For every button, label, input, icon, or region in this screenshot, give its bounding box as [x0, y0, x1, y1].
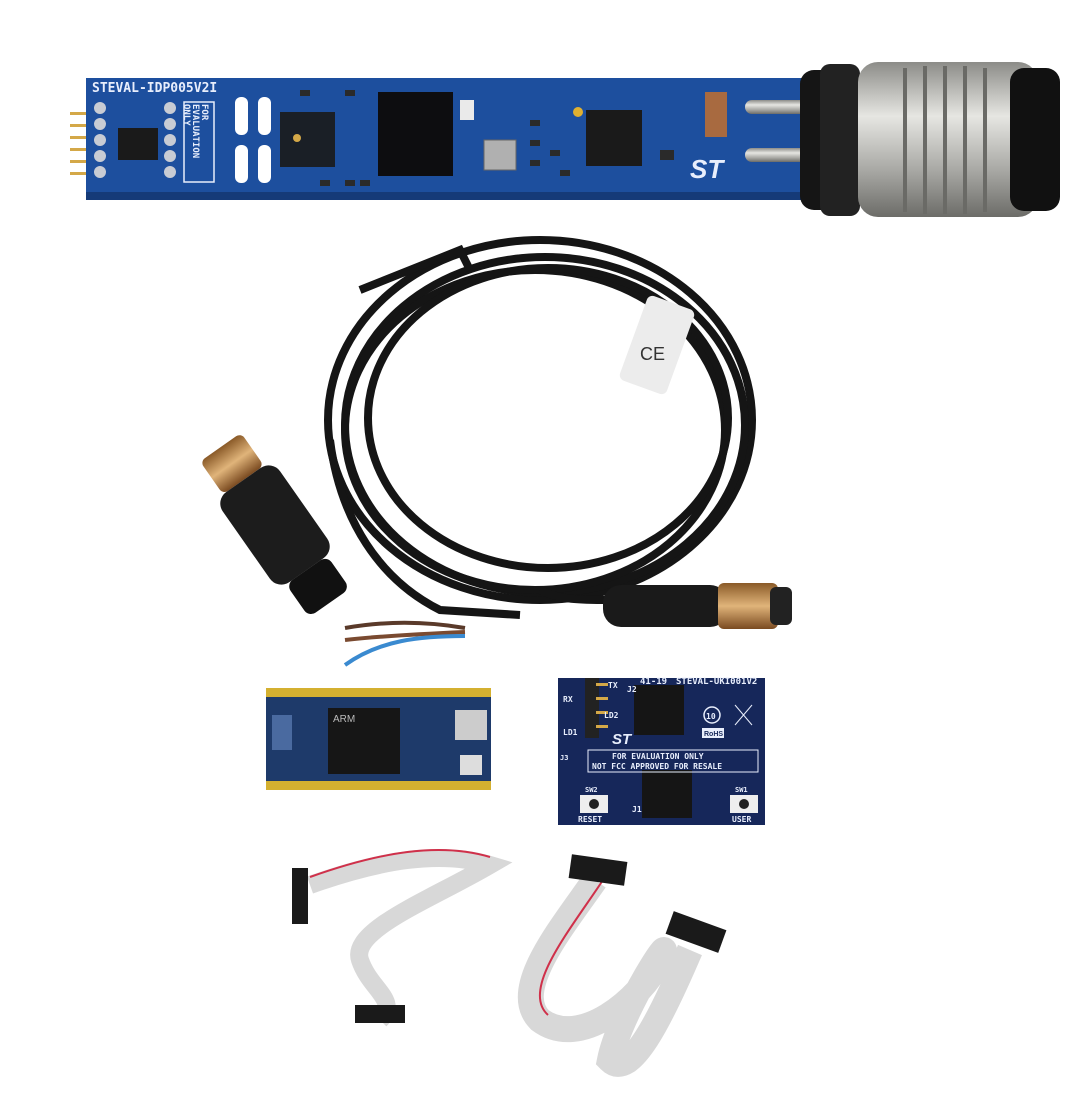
- j1-connector: [642, 770, 692, 818]
- ribbon-connector: [665, 911, 727, 953]
- st-logo-small: ST: [612, 731, 633, 748]
- svg-text:LD1: LD1: [563, 728, 578, 737]
- m12-cable: [324, 236, 756, 619]
- slots: [235, 97, 271, 183]
- svg-text:J1: J1: [632, 805, 642, 814]
- ce-mark: CE: [640, 344, 665, 364]
- capacitor: [705, 92, 727, 137]
- svg-text:SW2: SW2: [585, 786, 598, 794]
- svg-text:RESET: RESET: [578, 815, 602, 824]
- svg-text:SW1: SW1: [735, 786, 748, 794]
- svg-text:NOT FCC APPROVED FOR RESALE: NOT FCC APPROVED FOR RESALE: [592, 762, 722, 771]
- ribbon-connector: [292, 868, 308, 924]
- m12-connector: [800, 62, 1060, 217]
- rohs-mark: RoHS: [704, 731, 723, 738]
- ic-chip: [118, 128, 158, 160]
- field-connector: [202, 435, 347, 615]
- svg-text:J3: J3: [560, 754, 568, 762]
- svg-text:LD2: LD2: [604, 711, 619, 720]
- cable-label: [619, 295, 695, 395]
- usb-port: [455, 710, 487, 740]
- solder-pads: [94, 102, 176, 178]
- svg-text:10: 10: [706, 712, 716, 721]
- j2-connector: [634, 685, 684, 735]
- mcu-board: ARM: [266, 688, 491, 790]
- ten-year-icon: [703, 706, 721, 724]
- wires: [343, 620, 466, 667]
- svg-text:J2: J2: [627, 685, 637, 694]
- microphone-sensor: [280, 112, 335, 167]
- main-chip: [378, 92, 453, 176]
- header-pins: [70, 112, 92, 175]
- interface-board: STEVAL-UKI001V2 41-19 J2 J1 J3 TX RX LD2…: [558, 677, 765, 825]
- sensor-board: STEVAL-IDP005V2I FOR EVALUATION ONLY: [70, 62, 1060, 217]
- eval-text: FOR EVALUATION ONLY: [181, 104, 209, 158]
- notice-box: [587, 749, 759, 773]
- uki-label: STEVAL-UKI001V2: [676, 677, 757, 687]
- connector-pins: [745, 100, 815, 162]
- svg-text:TX: TX: [608, 681, 618, 690]
- svg-text:ONLY: ONLY: [181, 104, 191, 126]
- pin-header: [585, 678, 599, 738]
- svg-text:EVALUATION: EVALUATION: [190, 104, 200, 158]
- chip-2: [586, 110, 642, 166]
- svg-text:FOR: FOR: [199, 104, 209, 121]
- chip-mark: ARM: [333, 714, 355, 725]
- svg-text:USER: USER: [732, 815, 751, 824]
- ribbon-connector: [568, 854, 628, 886]
- st-logo: ST: [690, 154, 725, 184]
- ribbon-cable-left: [292, 849, 513, 1027]
- smd-components: [300, 90, 674, 186]
- svg-text:RX: RX: [563, 695, 573, 704]
- eval-box: [183, 101, 215, 183]
- ribbon-connector: [355, 1005, 405, 1023]
- board-label: STEVAL-IDP005V2I: [92, 81, 217, 96]
- cable-plug: [603, 583, 792, 629]
- svg-text:41-19: 41-19: [640, 677, 667, 687]
- svg-text:FOR EVALUATION ONLY: FOR EVALUATION ONLY: [612, 752, 704, 761]
- ribbon-cable-right: [517, 854, 727, 1077]
- weee-icon: [734, 704, 753, 726]
- crystal: [483, 139, 517, 171]
